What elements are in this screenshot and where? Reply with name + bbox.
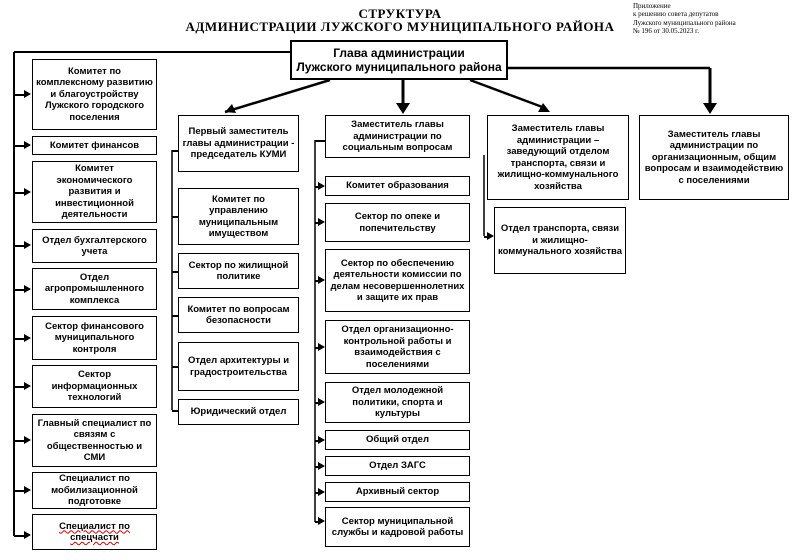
head-box-line2: Лужского муниципального района <box>296 60 502 74</box>
arrow-icon <box>318 436 325 444</box>
arrow-icon <box>24 334 31 342</box>
organizational-deputy-title: Заместитель главы администрации по орган… <box>644 128 784 186</box>
arrow-icon <box>24 436 31 444</box>
transport-deputy-title: Заместитель главы администрации – заведу… <box>497 123 619 192</box>
arrow-icon <box>24 382 31 390</box>
appendix-line4: № 196 от 30.05.2023 г. <box>633 26 699 35</box>
left-unit-label: Комитет экономического развития и инвест… <box>55 163 134 221</box>
chart-title-line2: АДМИНИСТРАЦИИ ЛУЖСКОГО МУНИЦИПАЛЬНОГО РА… <box>185 19 615 34</box>
left-unit-2: Комитет экономического развития и инвест… <box>32 161 157 223</box>
organizational-deputy-box: Заместитель главы администрации по орган… <box>639 115 789 200</box>
first-deputy-box: Первый заместитель главы администрации -… <box>178 115 299 172</box>
deputy1-unit-0: Комитет по управлению муниципальным имущ… <box>178 188 299 245</box>
arrow-icon <box>487 232 494 240</box>
left-unit-1: Комитет финансов <box>32 136 157 155</box>
left-unit-8: Специалист по мобилизационной подготовке <box>32 472 157 509</box>
deputy2-unit-label: Отдел ЗАГС <box>369 460 426 472</box>
deputy3-unit-0: Отдел транспорта, связи и жилищно-коммун… <box>494 207 626 274</box>
deputy2-unit-label: Сектор муниципальной службы и кадровой р… <box>331 515 464 539</box>
deputy2-unit-label: Общий отдел <box>365 434 430 446</box>
arrow-icon <box>24 141 31 149</box>
deputy1-unit-label: Отдел архитектуры и градостроительства <box>187 355 290 378</box>
arrow-icon <box>318 462 325 470</box>
deputy2-unit-8: Сектор муниципальной службы и кадровой р… <box>325 507 470 547</box>
left-unit-label: Комитет по комплексному развитию и благо… <box>36 65 153 123</box>
arrow-icon <box>24 285 31 293</box>
deputy2-unit-6: Отдел ЗАГС <box>325 456 470 476</box>
left-unit-label: Специалист по спецчасти <box>59 520 130 544</box>
deputy2-unit-3: Отдел организационно-контрольной работы … <box>325 320 470 374</box>
deputy1-unit-label: Комитет по управлению муниципальным имущ… <box>198 193 279 240</box>
deputy2-unit-5: Общий отдел <box>325 430 470 450</box>
deputy2-unit-label: Отдел молодежной политики, спорта и куль… <box>351 385 444 420</box>
left-unit-label: Сектор информационных технологий <box>51 369 138 404</box>
left-unit-label: Отдел бухгалтерского учета <box>42 234 147 258</box>
deputy1-unit-label: Сектор по жилищной политике <box>188 259 289 283</box>
deputy3-unit-label: Отдел транспорта, связи и жилищно-коммун… <box>498 223 622 258</box>
deputy1-unit-label: Комитет по вопросам безопасности <box>187 303 290 327</box>
arrow-icon <box>24 486 31 494</box>
appendix-note: Приложение к решению совета депутатов Лу… <box>633 2 798 35</box>
appendix-line1: Приложение <box>633 2 671 10</box>
deputy2-unit-4: Отдел молодежной политики, спорта и куль… <box>325 382 470 423</box>
deputy2-unit-label: Отдел организационно-контрольной работы … <box>341 324 454 370</box>
head-box-line1: Глава администрации <box>333 46 465 60</box>
deputy2-unit-1: Сектор по опеке и попечительству <box>325 203 470 242</box>
arrow-icon <box>318 517 325 525</box>
social-deputy-box: Заместитель главы администрации по социа… <box>325 115 470 158</box>
deputy1-unit-1: Сектор по жилищной политике <box>178 253 299 289</box>
arrow-icon <box>318 218 325 226</box>
deputy2-unit-2: Сектор по обеспечению деятельности комис… <box>325 249 470 312</box>
deputy1-unit-2: Комитет по вопросам безопасности <box>178 297 299 333</box>
left-unit-7: Главный специалист по связям с обществен… <box>32 414 157 467</box>
left-unit-label: Сектор финансового муниципального контро… <box>45 320 144 355</box>
deputy2-unit-label: Сектор по обеспечению деятельности комис… <box>330 257 465 304</box>
left-unit-0: Комитет по комплексному развитию и благо… <box>32 59 157 130</box>
arrow-icon <box>318 343 325 351</box>
appendix-line3: Лужского муниципального района <box>633 18 736 27</box>
deputy1-unit-3: Отдел архитектуры и градостроительства <box>178 342 299 391</box>
transport-deputy-box: Заместитель главы администрации – заведу… <box>487 115 629 200</box>
deputy2-unit-0: Комитет образования <box>325 176 470 196</box>
deputy2-unit-label: Комитет образования <box>346 180 449 192</box>
arrow-icon <box>318 488 325 496</box>
deputy2-unit-7: Архивный сектор <box>325 482 470 502</box>
left-unit-4: Отдел агропромышленного комплекса <box>32 268 157 310</box>
arrow-icon <box>318 276 325 284</box>
left-unit-label: Комитет финансов <box>49 139 140 151</box>
left-unit-3: Отдел бухгалтерского учета <box>32 229 157 263</box>
arrow-icon <box>24 90 31 98</box>
arrow-icon <box>24 241 31 249</box>
left-unit-9: Специалист по спецчасти <box>32 514 157 550</box>
deputy2-unit-label: Сектор по опеке и попечительству <box>354 211 441 234</box>
arrow-icon <box>24 188 31 196</box>
arrow-icon <box>318 182 325 190</box>
first-deputy-title: Первый заместитель главы администрации -… <box>182 126 295 161</box>
chart-title-line1: СТРУКТУРА <box>358 6 442 21</box>
arrow-icon <box>318 398 325 406</box>
appendix-line2: к решению совета депутатов <box>633 10 719 19</box>
arrow-icon <box>24 531 31 539</box>
left-unit-6: Сектор информационных технологий <box>32 365 157 408</box>
left-unit-5: Сектор финансового муниципального контро… <box>32 316 157 360</box>
left-unit-label: Отдел агропромышленного комплекса <box>44 271 145 306</box>
deputy2-unit-label: Архивный сектор <box>355 486 440 498</box>
social-deputy-title: Заместитель главы администрации по социа… <box>342 119 453 154</box>
left-unit-label: Главный специалист по связям с обществен… <box>37 417 152 464</box>
deputy1-unit-4: Юридический отдел <box>178 399 299 425</box>
deputy1-unit-label: Юридический отдел <box>190 406 287 418</box>
head-of-administration-box: Глава администрации Лужского муниципальн… <box>290 40 508 80</box>
left-unit-label: Специалист по мобилизационной подготовке <box>51 473 138 508</box>
